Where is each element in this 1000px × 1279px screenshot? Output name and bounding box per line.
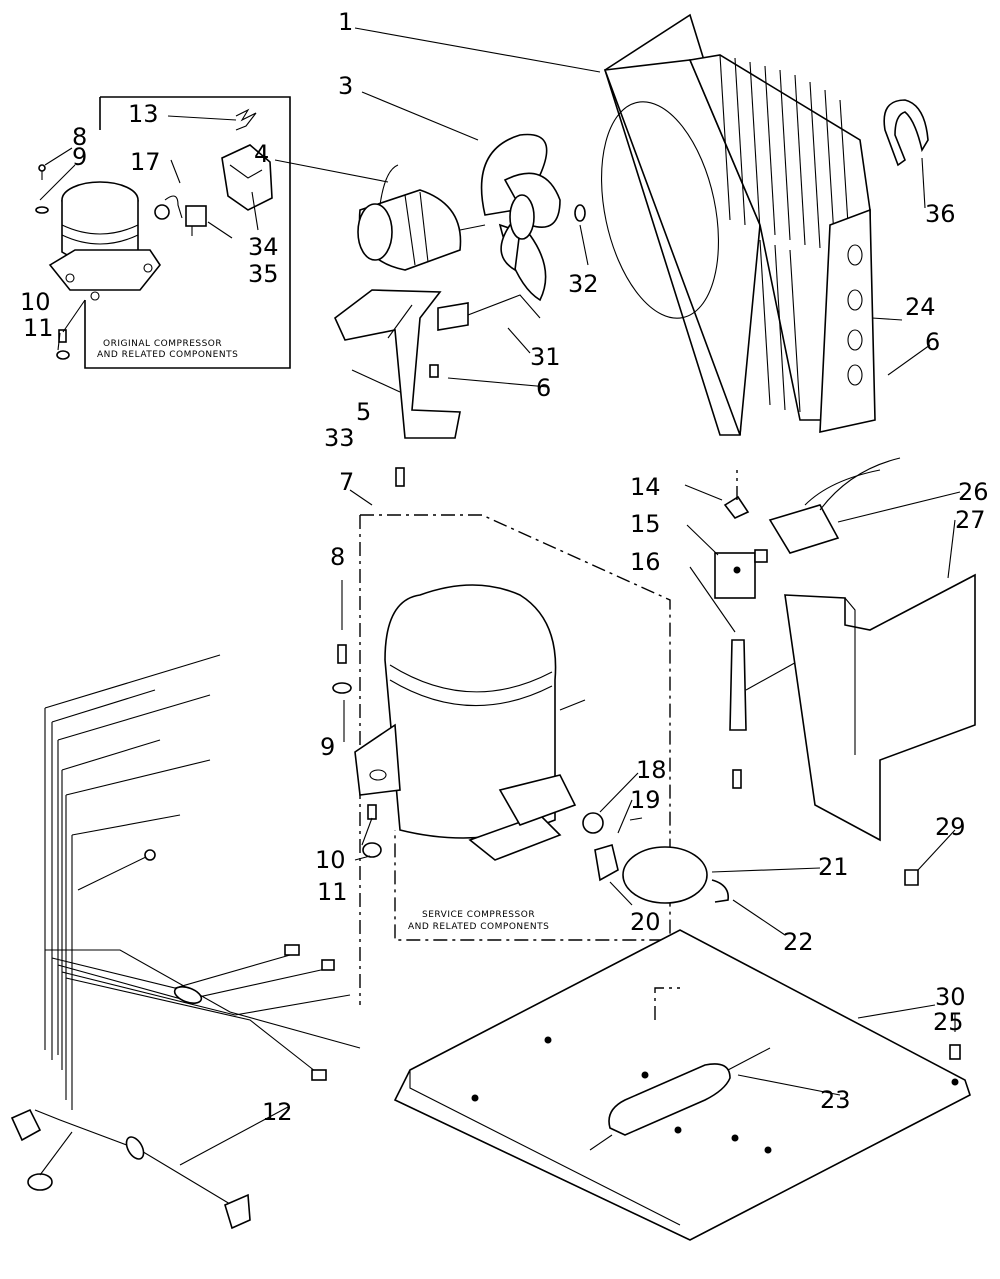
callout-10-service: 10 [315, 846, 346, 874]
callout-8-inset: 8 [72, 123, 87, 151]
callout-22: 22 [783, 928, 814, 956]
controls-assembly [714, 457, 976, 886]
original-compressor-caption-line1: ORIGINAL COMPRESSOR [103, 339, 222, 349]
callout-9-inset: 9 [72, 143, 87, 171]
callout-26: 26 [958, 478, 989, 506]
callout-33: 33 [324, 424, 355, 452]
original-compressor-caption-line2: AND RELATED COMPONENTS [97, 350, 238, 360]
callout-4: 4 [254, 140, 269, 168]
callout-1: 1 [338, 8, 353, 36]
callout-23: 23 [820, 1086, 851, 1114]
original-compressor-inset: ORIGINAL COMPRESSOR AND RELATED COMPONEN… [35, 96, 291, 369]
callout-31: 31 [530, 343, 561, 371]
callout-10-inset: 10 [20, 288, 51, 316]
callout-13: 13 [128, 100, 159, 128]
base-pan [393, 929, 971, 1241]
leader-lines [39, 27, 961, 1166]
callout-11-inset: 11 [23, 314, 54, 342]
callout-8-service: 8 [330, 543, 345, 571]
condenser-assembly [600, 13, 876, 436]
callout-7: 7 [339, 468, 354, 496]
callout-27: 27 [955, 506, 986, 534]
callout-14: 14 [630, 473, 661, 501]
callout-3: 3 [338, 72, 353, 100]
service-compressor-caption-line2: AND RELATED COMPONENTS [408, 922, 549, 932]
callout-24: 24 [905, 293, 936, 321]
callout-9-service: 9 [320, 733, 335, 761]
callout-6-top: 6 [536, 374, 551, 402]
callout-35: 35 [248, 260, 279, 288]
callout-36: 36 [925, 200, 956, 228]
callout-18: 18 [636, 756, 667, 784]
callout-11-service: 11 [317, 878, 348, 906]
callout-15: 15 [630, 510, 661, 538]
service-compressor: SERVICE COMPRESSOR AND RELATED COMPONENT… [332, 514, 729, 1005]
callout-6-right: 6 [925, 328, 940, 356]
callout-20: 20 [630, 908, 661, 936]
callout-17: 17 [130, 148, 161, 176]
callout-32: 32 [568, 270, 599, 298]
service-compressor-caption-line1: SERVICE COMPRESSOR [422, 910, 535, 920]
callout-30: 30 [935, 983, 966, 1011]
callout-21: 21 [818, 853, 849, 881]
callout-5: 5 [356, 398, 371, 426]
callout-19: 19 [630, 786, 661, 814]
callout-25: 25 [933, 1008, 964, 1036]
callout-labels: 1 3 4 5 6 6 7 8 8 9 9 10 10 11 11 12 13 … [20, 8, 989, 1126]
callout-12: 12 [262, 1098, 293, 1126]
u-tube [883, 99, 929, 167]
callout-34: 34 [248, 233, 279, 261]
wire-harness [10, 654, 361, 1230]
motor-bracket [334, 289, 541, 487]
callout-16: 16 [630, 548, 661, 576]
fan-motor-assembly [357, 133, 586, 302]
callout-29: 29 [935, 813, 966, 841]
